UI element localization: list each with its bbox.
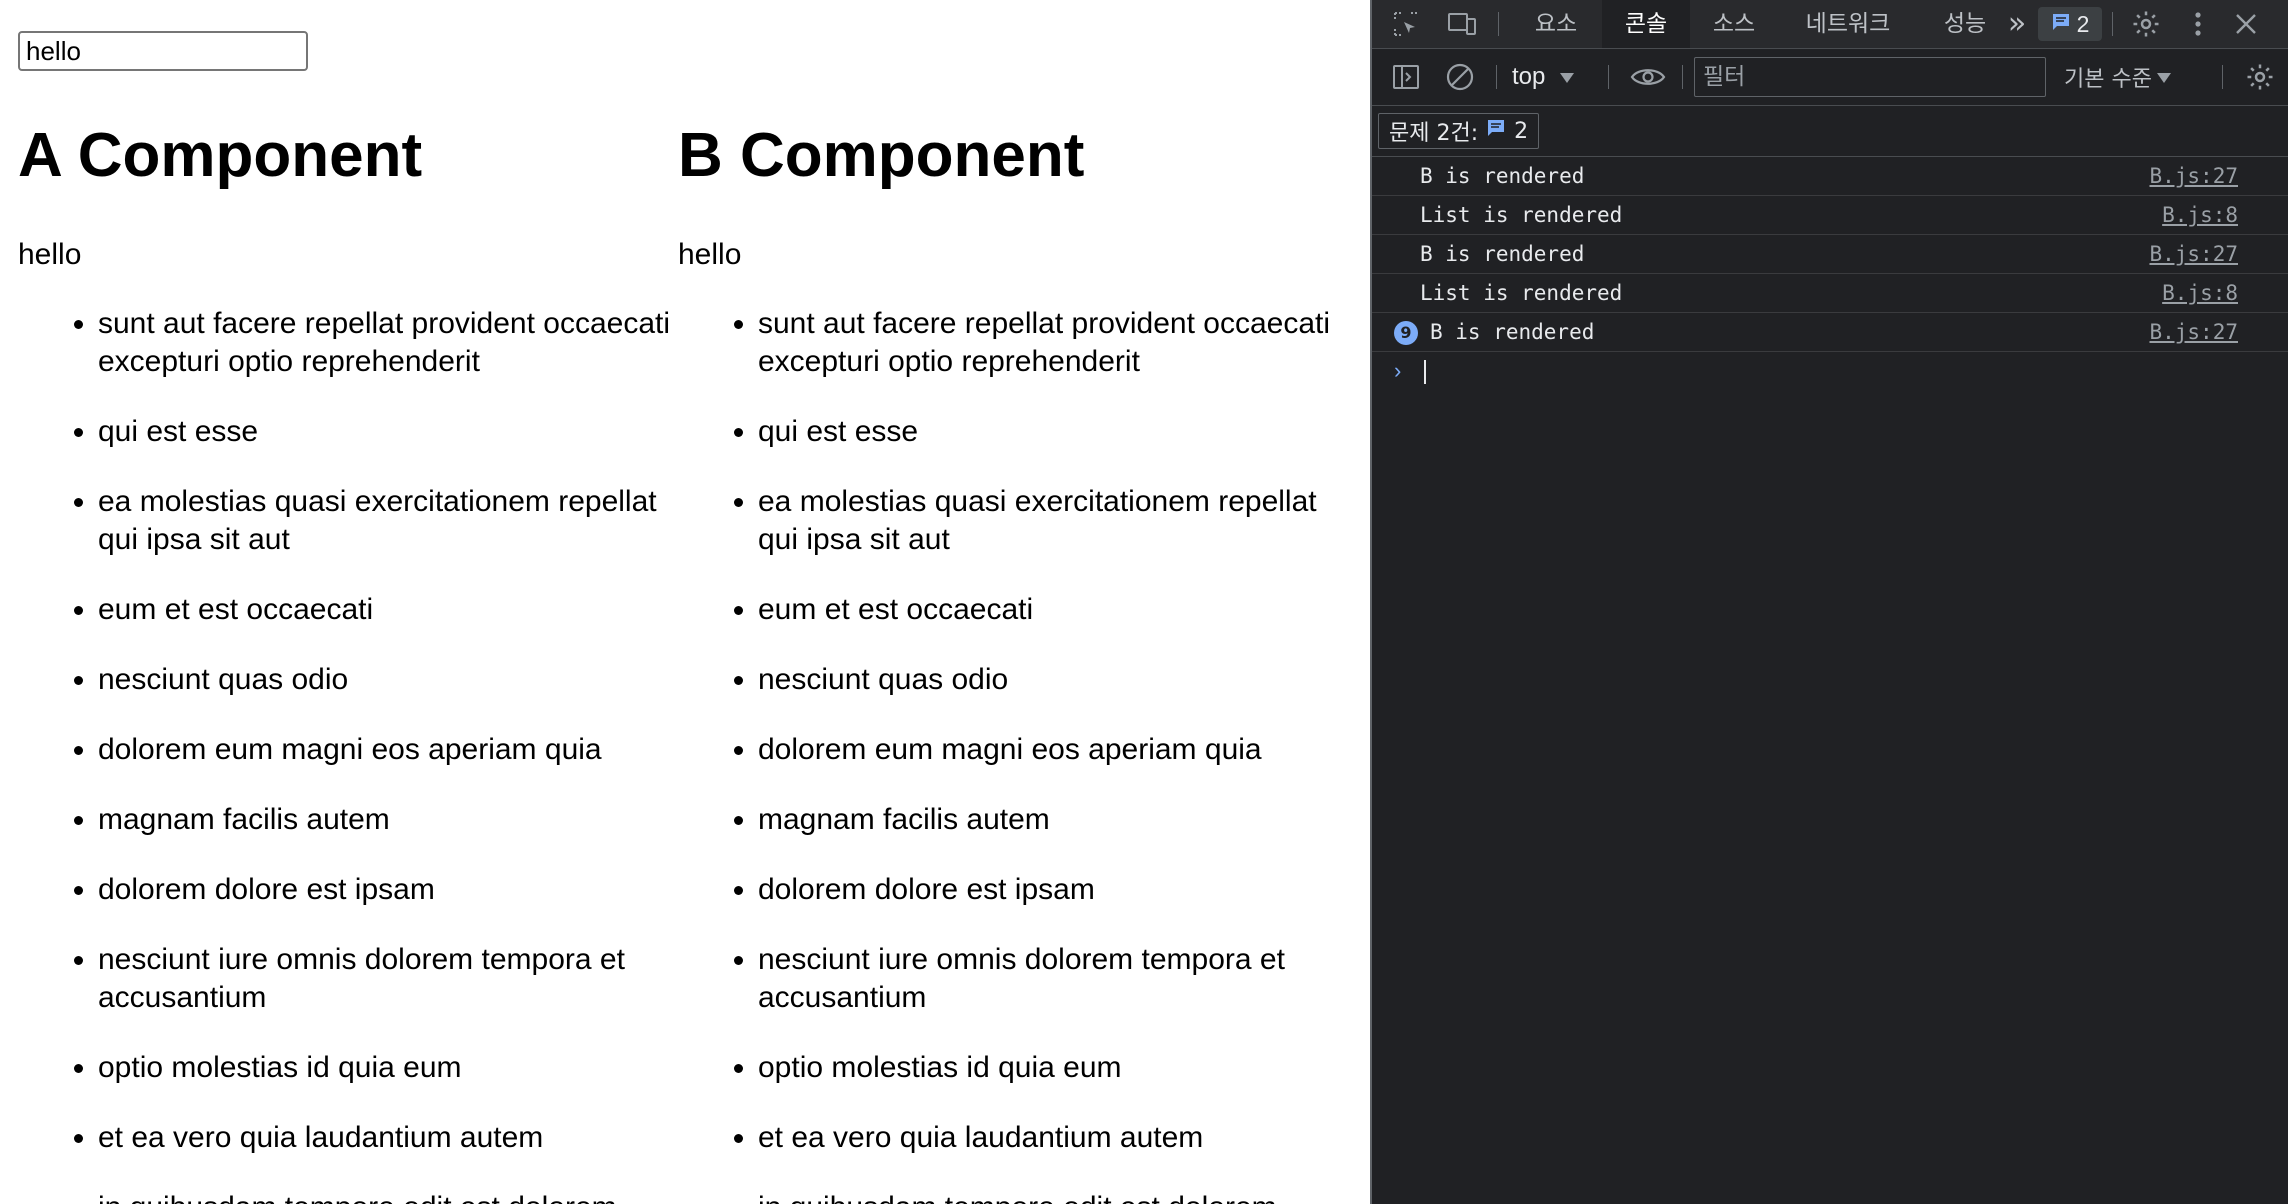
log-source-link[interactable]: B.js:27 xyxy=(2149,242,2238,266)
log-row: B is rendered B.js:27 xyxy=(1372,235,2288,274)
console-toolbar: top 기본 수준 xyxy=(1372,49,2288,106)
prompt-chevron-icon: › xyxy=(1394,358,1402,383)
list-item: ea molestias quasi exercitationem repell… xyxy=(98,483,678,559)
list-item: eum et est occaecati xyxy=(98,591,678,629)
list-item: in quibusdam tempore odit est dolorem xyxy=(758,1189,1338,1204)
more-options-icon[interactable] xyxy=(2180,6,2216,42)
tab-sources[interactable]: 소스 xyxy=(1712,11,1756,37)
log-message: B is rendered xyxy=(1420,164,1585,188)
clear-console-icon[interactable] xyxy=(1442,59,1478,95)
list-item: sunt aut facere repellat provident occae… xyxy=(98,305,678,381)
sidebar-toggle-icon[interactable] xyxy=(1388,59,1424,95)
log-message: List is rendered xyxy=(1420,203,1623,227)
devtools-panel: 요소 콘솔 소스 네트워크 성능 » 2 xyxy=(1370,0,2288,1204)
a-component-list: sunt aut facere repellat provident occae… xyxy=(18,305,678,1204)
close-icon[interactable] xyxy=(2228,6,2264,42)
list-item: sunt aut facere repellat provident occae… xyxy=(758,305,1338,381)
live-expression-eye-icon[interactable] xyxy=(1624,59,1672,95)
list-item: qui est esse xyxy=(758,413,1338,451)
a-component: A Component hello sunt aut facere repell… xyxy=(18,110,678,1204)
list-item: dolorem eum magni eos aperiam quia xyxy=(98,731,678,769)
list-item: nesciunt iure omnis dolorem tempora et a… xyxy=(98,941,678,1017)
log-level-value: 기본 수준 xyxy=(2064,67,2152,92)
log-source-link[interactable]: B.js:8 xyxy=(2162,281,2238,305)
list-item: magnam facilis autem xyxy=(98,801,678,839)
list-item: nesciunt quas odio xyxy=(758,661,1338,699)
issues-chip-count: 2 xyxy=(1514,118,1529,144)
caret-down-icon xyxy=(1559,63,1575,91)
log-message: B is rendered xyxy=(1430,320,1595,344)
console-log: B is rendered B.js:27 List is rendered B… xyxy=(1372,157,2288,392)
text-caret xyxy=(1424,360,1426,384)
tab-performance[interactable]: 성능 xyxy=(1943,11,1987,37)
tab-network[interactable]: 네트워크 xyxy=(1805,11,1891,37)
message-icon xyxy=(1486,118,1506,144)
tab-elements[interactable]: 요소 xyxy=(1534,11,1578,37)
b-component-title: B Component xyxy=(678,121,1085,190)
list-item: ea molestias quasi exercitationem repell… xyxy=(758,483,1338,559)
context-select-value: top xyxy=(1512,63,1546,90)
more-tabs-icon[interactable]: » xyxy=(2007,6,2027,41)
log-source-link[interactable]: B.js:27 xyxy=(2149,320,2238,344)
repeat-count-badge: 9 xyxy=(1394,321,1418,345)
issues-badge[interactable]: 2 xyxy=(2038,7,2102,41)
log-row: 9 B is rendered B.js:27 xyxy=(1372,313,2288,352)
list-item: nesciunt quas odio xyxy=(98,661,678,699)
list-item: dolorem eum magni eos aperiam quia xyxy=(758,731,1338,769)
context-select[interactable]: top xyxy=(1512,61,1575,93)
a-component-title: A Component xyxy=(18,121,423,190)
log-level-select[interactable]: 기본 수준 xyxy=(2064,61,2172,93)
b-component: B Component hello sunt aut facere repell… xyxy=(678,110,1338,1204)
issues-badge-count: 2 xyxy=(2076,10,2090,37)
console-settings-gear-icon[interactable] xyxy=(2242,59,2278,95)
list-item: dolorem dolore est ipsam xyxy=(98,871,678,909)
device-toolbar-icon[interactable] xyxy=(1444,6,1480,42)
list-item: et ea vero quia laudantium autem xyxy=(98,1119,678,1157)
message-icon xyxy=(2051,11,2071,38)
settings-gear-icon[interactable] xyxy=(2128,6,2164,42)
log-message: B is rendered xyxy=(1420,242,1585,266)
list-item: nesciunt iure omnis dolorem tempora et a… xyxy=(758,941,1338,1017)
log-row: List is rendered B.js:8 xyxy=(1372,274,2288,313)
page-viewport: A Component hello sunt aut facere repell… xyxy=(0,0,1370,1204)
list-item: optio molestias id quia eum xyxy=(98,1049,678,1087)
list-item: dolorem dolore est ipsam xyxy=(758,871,1338,909)
issues-label: 문제 2건: xyxy=(1389,121,1479,146)
list-item: et ea vero quia laudantium autem xyxy=(758,1119,1338,1157)
filter-input[interactable] xyxy=(1694,57,2046,97)
text-input[interactable] xyxy=(18,31,308,71)
b-component-value: hello xyxy=(678,238,742,271)
log-source-link[interactable]: B.js:8 xyxy=(2162,203,2238,227)
list-item: optio molestias id quia eum xyxy=(758,1049,1338,1087)
log-row: List is rendered B.js:8 xyxy=(1372,196,2288,235)
b-component-list: sunt aut facere repellat provident occae… xyxy=(678,305,1338,1204)
issues-bar: 문제 2건: 2 xyxy=(1372,106,2288,157)
caret-down-icon xyxy=(2156,65,2172,90)
log-row: B is rendered B.js:27 xyxy=(1372,157,2288,196)
list-item: qui est esse xyxy=(98,413,678,451)
inspect-element-icon[interactable] xyxy=(1388,6,1424,42)
log-source-link[interactable]: B.js:27 xyxy=(2149,164,2238,188)
tab-console[interactable]: 콘솔 xyxy=(1602,0,1690,48)
list-item: eum et est occaecati xyxy=(758,591,1338,629)
list-item: magnam facilis autem xyxy=(758,801,1338,839)
issues-chip[interactable]: 문제 2건: 2 xyxy=(1378,113,1540,149)
console-prompt[interactable]: › xyxy=(1372,352,2288,392)
a-component-value: hello xyxy=(18,238,82,271)
log-message: List is rendered xyxy=(1420,281,1623,305)
devtools-tabbar: 요소 콘솔 소스 네트워크 성능 » 2 xyxy=(1372,0,2288,49)
list-item: in quibusdam tempore odit est dolorem xyxy=(98,1189,678,1204)
